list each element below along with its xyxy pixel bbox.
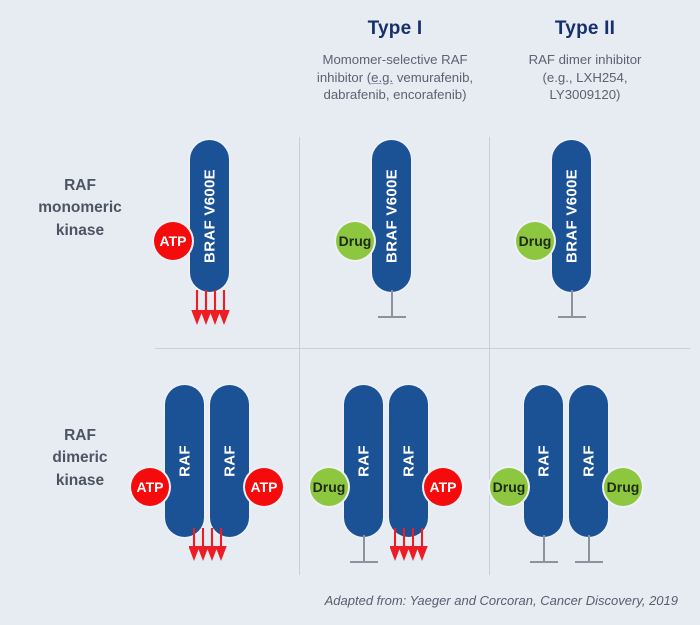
row-label-monomeric: RAF monomeric kinase	[5, 175, 155, 242]
kinase-capsule-label: BRAF V600E	[563, 169, 580, 263]
column-subtitle-type-1: Momomer-selective RAF inhibitor (e.g. ve…	[300, 51, 490, 104]
drug-label: Drug	[518, 233, 552, 249]
atp-ligand-untreated-dimer-left: ATP	[131, 468, 169, 506]
drug-ligand-type2-dimer-right: Drug	[604, 468, 642, 506]
kinase-capsule-type1-dimer-left: RAF	[344, 385, 383, 537]
kinase-capsule-label: RAF	[580, 445, 597, 477]
drug-ligand-type1-dimer-left: Drug	[310, 468, 348, 506]
row-label-line: dimeric	[52, 449, 108, 467]
column-subtitle-type-2: RAF dimer inhibitor (e.g., LXH254, LY300…	[490, 51, 680, 104]
row-label-dimeric: RAF dimeric kinase	[5, 425, 155, 492]
atp-label: ATP	[159, 233, 187, 249]
kinase-capsule-untreated-monomer: BRAF V600E	[190, 140, 229, 292]
atp-label: ATP	[250, 479, 278, 495]
subtitle-line-with-eg: inhibitor (e.g. vemurafenib,	[316, 69, 474, 85]
column-header-type-1: Type I Momomer-selective RAF inhibitor (…	[300, 18, 490, 104]
atp-ligand-untreated-monomer: ATP	[154, 222, 192, 260]
inhibition-bar-type2-dimer-left	[530, 535, 558, 563]
row-label-line: RAF	[64, 177, 96, 194]
inhibition-bar-type2-monomer	[558, 290, 586, 318]
subtitle-line: RAF dimer inhibitor	[528, 52, 642, 67]
drug-label: Drug	[312, 479, 346, 495]
atp-label: ATP	[136, 479, 164, 495]
column-title-type-2: Type II	[554, 18, 616, 39]
drug-label: Drug	[606, 479, 640, 495]
kinase-capsule-label: RAF	[400, 445, 417, 477]
row-label-line: kinase	[55, 221, 105, 239]
atp-ligand-untreated-dimer-right: ATP	[245, 468, 283, 506]
kinase-capsule-type2-monomer: BRAF V600E	[552, 140, 591, 292]
drug-label: Drug	[492, 479, 526, 495]
atp-ligand-type1-dimer-right: ATP	[424, 468, 462, 506]
attribution-footer: Adapted from: Yaeger and Corcoran, Cance…	[324, 593, 678, 608]
kinase-capsule-label: RAF	[221, 445, 238, 477]
kinase-capsule-label: BRAF V600E	[383, 169, 400, 263]
row-label-line: monomeric	[38, 199, 122, 217]
divider-vertical-left	[299, 137, 300, 575]
atp-label: ATP	[429, 479, 457, 495]
column-header-type-2: Type II RAF dimer inhibitor (e.g., LXH25…	[490, 18, 680, 104]
row-label-line: RAF	[64, 427, 96, 444]
column-title-type-1: Type I	[367, 18, 423, 39]
inhibition-bar-type1-dimer-left	[350, 535, 378, 563]
inhibition-bar-type2-dimer-right	[575, 535, 603, 563]
kinase-capsule-type1-dimer-right: RAF	[389, 385, 428, 537]
kinase-capsule-label: RAF	[535, 445, 552, 477]
subtitle-line: LY3009120)	[549, 87, 621, 103]
drug-ligand-type1-monomer: Drug	[336, 222, 374, 260]
kinase-capsule-untreated-dimer-right: RAF	[210, 385, 249, 537]
kinase-capsule-label: RAF	[176, 445, 193, 477]
divider-vertical-right	[489, 137, 490, 575]
active-signal-arrows-untreated-dimer	[189, 528, 227, 561]
subtitle-line: dabrafenib, encorafenib)	[323, 87, 467, 103]
kinase-capsule-label: BRAF V600E	[201, 169, 218, 263]
eg-abbrev: e.g.	[371, 69, 394, 85]
active-signal-arrows-type1-dimer-right	[390, 528, 428, 561]
subtitle-line: (e.g., LXH254,	[542, 69, 628, 85]
kinase-capsule-type2-dimer-right: RAF	[569, 385, 608, 537]
active-signal-arrows-untreated-monomer	[191, 290, 230, 325]
row-label-line: kinase	[55, 471, 105, 489]
kinase-capsule-label: RAF	[355, 445, 372, 477]
drug-ligand-type2-monomer: Drug	[516, 222, 554, 260]
kinase-capsule-type2-dimer-left: RAF	[524, 385, 563, 537]
inhibition-bar-type1-monomer	[378, 290, 406, 318]
divider-horizontal	[155, 348, 690, 349]
subtitle-line: Momomer-selective RAF	[322, 52, 468, 67]
kinase-capsule-type1-monomer: BRAF V600E	[372, 140, 411, 292]
drug-ligand-type2-dimer-left: Drug	[490, 468, 528, 506]
kinase-capsule-untreated-dimer-left: RAF	[165, 385, 204, 537]
drug-label: Drug	[338, 233, 372, 249]
